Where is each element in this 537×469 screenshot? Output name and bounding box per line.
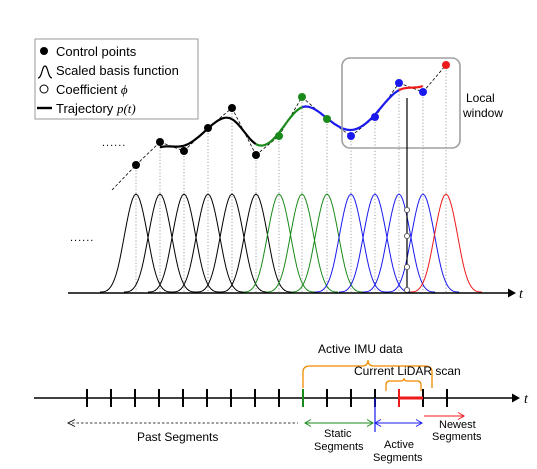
coefficient-marker bbox=[403, 232, 411, 240]
timeline-arrowhead bbox=[512, 393, 520, 403]
newest-arrowhead bbox=[457, 412, 465, 420]
newest-segments-label-2: Segments bbox=[432, 431, 482, 443]
control-polygon-segment bbox=[135, 141, 161, 166]
timeline-axis-label: t bbox=[524, 392, 529, 407]
control-point-icon bbox=[40, 47, 48, 55]
top-axis-label: t bbox=[519, 287, 524, 302]
trajectory-segment bbox=[374, 89, 400, 116]
coefficient-marker bbox=[403, 206, 411, 214]
trajectory-segment bbox=[255, 131, 280, 147]
local-window-label-2: window bbox=[462, 106, 503, 120]
local-window-label-1: Local bbox=[466, 91, 495, 105]
control-point bbox=[395, 79, 403, 87]
trajectory-segment bbox=[207, 116, 233, 130]
control-point bbox=[228, 104, 236, 112]
basis-function-curve bbox=[220, 193, 292, 293]
active-imu-label: Active IMU data bbox=[318, 342, 403, 356]
ellipsis-basis: ...... bbox=[70, 232, 94, 244]
past-segments-label: Past Segments bbox=[137, 430, 218, 444]
basis-function-curve bbox=[387, 193, 459, 293]
active-segments-label-1: Active bbox=[384, 439, 414, 451]
control-point bbox=[323, 115, 331, 123]
static-arrowhead-right bbox=[366, 419, 374, 427]
legend-coefficient: Coefficient ϕ bbox=[56, 82, 128, 97]
trajectory-segment bbox=[278, 106, 303, 134]
dotted-guides bbox=[135, 70, 447, 292]
static-segments-label-2: Segments bbox=[314, 441, 364, 453]
trajectory-segment bbox=[231, 118, 257, 145]
past-segments-arrowhead bbox=[66, 419, 76, 427]
basis-function-curve bbox=[363, 193, 435, 293]
basis-function-curve bbox=[196, 193, 268, 293]
control-point bbox=[298, 93, 306, 101]
coefficient-icon bbox=[39, 84, 49, 94]
control-point bbox=[204, 124, 212, 132]
control-point bbox=[371, 113, 379, 121]
trajectory-segment bbox=[159, 144, 185, 149]
newest-segments-label-1: Newest bbox=[439, 419, 476, 431]
trajectory-segment bbox=[350, 113, 376, 132]
basis-function-curve bbox=[266, 193, 338, 293]
control-points bbox=[132, 61, 450, 169]
legend-basis-function: Scaled basis function bbox=[56, 63, 179, 78]
top-plot: Local window t ...... ...... bbox=[68, 57, 524, 302]
legend-box bbox=[34, 38, 199, 120]
control-point bbox=[132, 161, 140, 169]
local-window-box bbox=[341, 57, 461, 149]
legend-trajectory-symbol: p(t) bbox=[116, 101, 136, 116]
active-imu-bracket bbox=[302, 359, 433, 388]
top-axis-arrowhead bbox=[508, 288, 516, 298]
legend: Control points Scaled basis function Coe… bbox=[34, 38, 199, 120]
legend-coefficient-symbol: ϕ bbox=[121, 82, 128, 97]
control-point bbox=[252, 151, 260, 159]
trajectory-curve bbox=[159, 84, 424, 149]
active-arrowhead-left bbox=[374, 419, 382, 427]
current-lidar-label: Current LiDAR scan bbox=[354, 364, 461, 378]
coefficient-marker bbox=[403, 263, 411, 271]
control-point bbox=[419, 88, 427, 96]
legend-trajectory: Trajectory p(t) bbox=[56, 101, 136, 116]
basis-function-icon bbox=[37, 65, 53, 79]
timeline-ticks bbox=[86, 389, 448, 407]
control-polygon-segment bbox=[111, 164, 137, 191]
current-lidar-bracket bbox=[385, 377, 422, 391]
control-point bbox=[180, 147, 188, 155]
basis-functions bbox=[100, 193, 482, 293]
timeline: t Active IMU data Current LiDAR scan Pas… bbox=[34, 342, 529, 464]
control-point bbox=[275, 132, 283, 140]
control-point bbox=[347, 132, 355, 140]
trajectory-segment bbox=[398, 84, 424, 92]
basis-function-curve bbox=[410, 193, 482, 293]
control-polygon-segment bbox=[422, 64, 447, 93]
trajectory-segment bbox=[183, 127, 209, 147]
trajectory-segment bbox=[326, 117, 351, 132]
active-arrowhead-right bbox=[415, 419, 423, 427]
static-arrowhead-left bbox=[304, 419, 312, 427]
active-segments-label-2: Segments bbox=[373, 452, 423, 464]
coefficient-marker bbox=[403, 286, 411, 294]
control-point bbox=[156, 138, 164, 146]
legend-control-points: Control points bbox=[56, 44, 137, 59]
control-point bbox=[442, 61, 450, 69]
static-segments-label-1: Static bbox=[324, 428, 352, 440]
trajectory-segment bbox=[301, 105, 328, 120]
ellipsis-points: ...... bbox=[102, 137, 126, 149]
